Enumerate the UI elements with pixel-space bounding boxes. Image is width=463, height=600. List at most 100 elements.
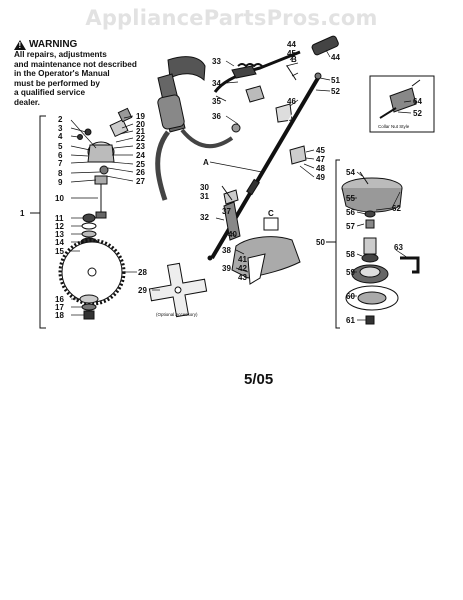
- date-code: 5/05: [244, 371, 274, 388]
- callout: 14: [55, 238, 64, 247]
- inset-caption: Collar Nut Style: [378, 124, 410, 129]
- leader-lines: [70, 49, 412, 321]
- callout: 42: [238, 264, 247, 273]
- callout: 51: [331, 76, 340, 85]
- callout: 61: [346, 316, 355, 325]
- callout: 15: [55, 247, 64, 256]
- callout: 5: [58, 142, 63, 151]
- callout: 3: [58, 124, 63, 133]
- left-bracket: [39, 115, 46, 329]
- callout: 59: [346, 268, 355, 277]
- callout: 46: [287, 97, 296, 106]
- callout: 16: [55, 295, 64, 304]
- warning-line: and maintenance not described: [14, 59, 137, 69]
- callout: 10: [55, 194, 64, 203]
- callout: A: [203, 158, 209, 167]
- watermark-logo: AppliancePartsPros.com: [85, 6, 378, 30]
- warning-line: in the Operator's Manual: [14, 69, 110, 78]
- warning-line: dealer.: [14, 97, 40, 107]
- callout: 22: [136, 134, 145, 143]
- warning-line: must be performed by: [14, 78, 100, 88]
- callout: 45: [287, 49, 296, 58]
- right-bracket: [335, 159, 340, 329]
- callout: 56: [346, 208, 355, 217]
- callout: 40: [228, 230, 237, 239]
- callout: 31: [200, 192, 209, 201]
- optional-accessory-caption: (Optional Accessory): [156, 312, 198, 317]
- nut-17: [81, 303, 97, 311]
- callout: 13: [55, 230, 64, 239]
- callout: 19: [136, 112, 145, 121]
- handle-assembly: [213, 35, 339, 123]
- callout: 11: [55, 214, 64, 223]
- callout: 12: [55, 222, 64, 231]
- cover-18: [83, 310, 95, 320]
- callout: 48: [316, 164, 325, 173]
- callout: 64: [413, 97, 422, 106]
- drive-shaft: [207, 72, 322, 261]
- callout: 20: [136, 120, 145, 129]
- callout: 44: [331, 53, 340, 62]
- hex-key: [400, 256, 420, 274]
- callout: 57: [346, 222, 355, 231]
- callout: 58: [346, 250, 355, 259]
- callout: 35: [212, 97, 221, 106]
- callout: 43: [238, 273, 247, 282]
- callout: 28: [138, 268, 147, 277]
- callout: 1: [20, 209, 25, 218]
- callout: 24: [136, 151, 145, 160]
- callout: 39: [222, 264, 231, 273]
- warning-notice: WARNING All repairs, adjustments and mai…: [14, 40, 164, 107]
- callout: C: [268, 209, 274, 218]
- warning-triangle-icon: [14, 40, 26, 51]
- shaft-clamp: [289, 145, 307, 165]
- callout-labels: 1 2 3 4 5 6 7 8 9 10 11 12 13 14 15 16 1…: [20, 40, 422, 325]
- callout: 54: [346, 168, 355, 177]
- washer-16: [79, 294, 99, 304]
- callout: 45: [316, 146, 325, 155]
- callout: 29: [138, 286, 147, 295]
- callout: 38: [222, 246, 231, 255]
- callout: 4: [58, 132, 63, 141]
- callout: 8: [58, 169, 63, 178]
- callout: 23: [136, 142, 145, 151]
- shoulder-harness: [155, 56, 241, 201]
- callout: 32: [200, 213, 209, 222]
- collar-nut-inset: [369, 75, 435, 133]
- warning-line: All repairs, adjustments: [14, 50, 107, 59]
- trimmer-guard: [221, 185, 301, 285]
- callout: 47: [316, 155, 325, 164]
- callout: 27: [136, 177, 145, 186]
- callout: 37: [222, 207, 231, 216]
- trimmer-head-assembly: [341, 171, 403, 325]
- callout: 7: [58, 159, 63, 168]
- callout: 49: [316, 173, 325, 182]
- callout: 30: [200, 183, 209, 192]
- gear-head-assembly: [77, 107, 133, 256]
- callout: 52: [331, 87, 340, 96]
- callout: 34: [212, 79, 221, 88]
- callout: 17: [55, 303, 64, 312]
- callout: 33: [212, 57, 221, 66]
- callout: 2: [58, 115, 63, 124]
- callout: 18: [55, 311, 64, 320]
- callout: 9: [58, 178, 63, 187]
- four-point-blade: [148, 262, 208, 318]
- callout: 6: [58, 151, 63, 160]
- callout: 41: [238, 255, 247, 264]
- warning-title: WARNING: [29, 39, 78, 51]
- callout: 44: [287, 40, 296, 49]
- callout: 21: [136, 127, 145, 136]
- callout: 55: [346, 194, 355, 203]
- callout: 62: [392, 204, 401, 213]
- callout: 26: [136, 168, 145, 177]
- callout: 52: [413, 109, 422, 118]
- warning-title-row: WARNING: [14, 39, 164, 51]
- callout: 36: [212, 112, 221, 121]
- callout: 60: [346, 292, 355, 301]
- callout: 63: [394, 243, 403, 252]
- callout: 25: [136, 160, 145, 169]
- saw-blade: [58, 238, 126, 306]
